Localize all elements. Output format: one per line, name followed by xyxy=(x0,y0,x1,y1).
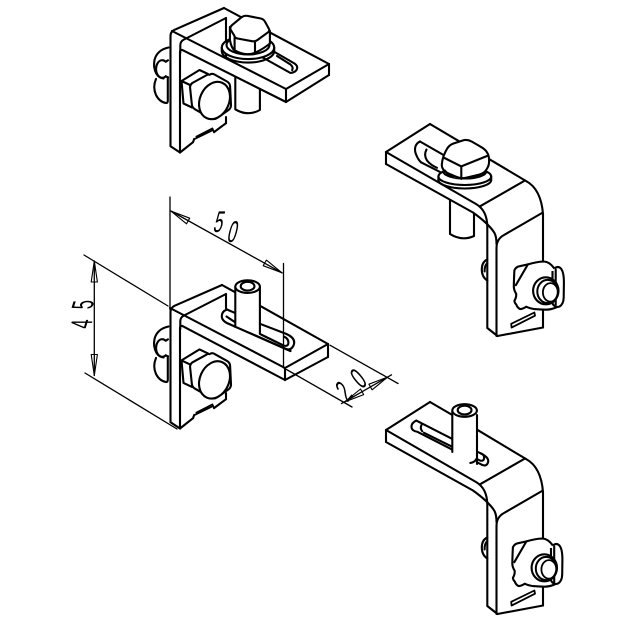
svg-text:4: 4 xyxy=(64,319,100,328)
svg-text:5: 5 xyxy=(66,300,102,309)
